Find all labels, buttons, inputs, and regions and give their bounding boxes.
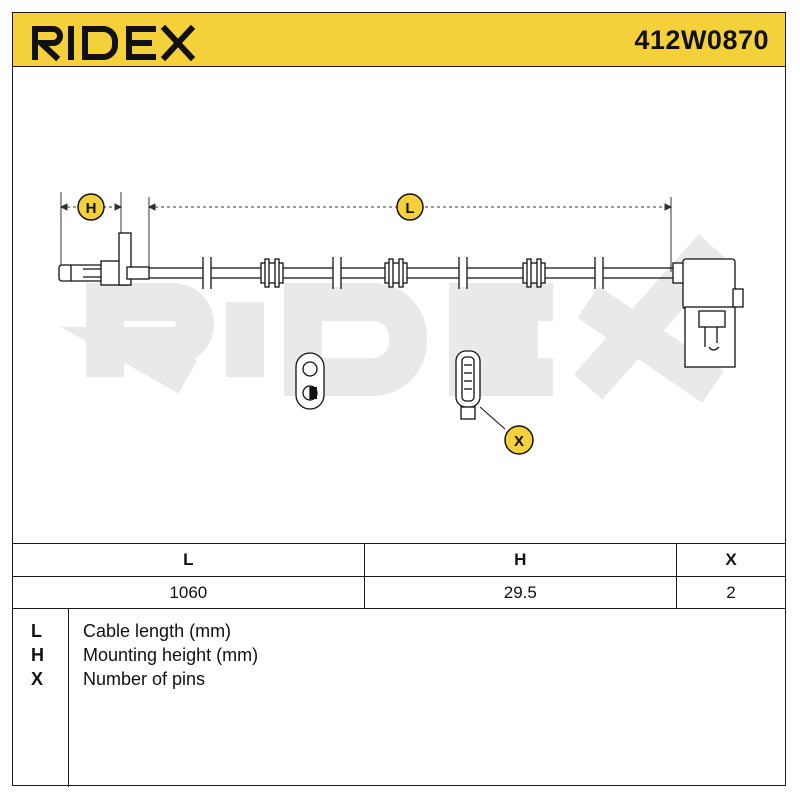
specs-value-x: 2 (675, 576, 785, 609)
legend-label: Cable length (mm) (83, 621, 232, 641)
specs-header-l: L (13, 543, 365, 577)
technical-drawing: H L (58, 192, 744, 455)
legend-key: L (31, 621, 42, 641)
datasheet-frame: 412W0870 H L (12, 12, 786, 787)
connector-face-round (295, 352, 325, 410)
header-bar: 412W0870 (13, 13, 785, 67)
part-number: 412W0870 (634, 25, 769, 55)
cable-break-marks (202, 257, 604, 289)
specs-table: L H X 1060 29.5 2 (13, 543, 785, 609)
specs-value-row: 1060 29.5 2 (13, 576, 785, 609)
ridex-logo (32, 24, 196, 61)
plug-connector (672, 258, 744, 368)
dimension-x-badge (504, 425, 534, 455)
dimension-l-badge (396, 193, 424, 221)
legend-key: H (31, 645, 44, 665)
legend-label: Number of pins (83, 669, 206, 689)
specs-value-h: 29.5 (363, 576, 677, 609)
connector-face-pins (455, 350, 506, 430)
specs-header-row: L H X (13, 543, 785, 577)
specs-header-x: X (675, 543, 785, 577)
legend-panel: L Cable length (mm) H Mounting height (m… (13, 608, 785, 787)
sensor-cable (149, 267, 681, 279)
cable-clips (260, 258, 546, 288)
dimension-l-label: L (405, 200, 414, 217)
sensor-head (58, 232, 150, 286)
specs-value-l: 1060 (13, 576, 365, 609)
specs-header-h: H (363, 543, 677, 577)
dimension-h-label: H (86, 200, 97, 217)
legend-divider (68, 609, 69, 787)
dimension-h-badge (77, 193, 105, 221)
legend-key: X (31, 669, 44, 689)
legend-label: Mounting height (mm) (83, 645, 259, 665)
dimension-x-label: X (514, 433, 524, 450)
